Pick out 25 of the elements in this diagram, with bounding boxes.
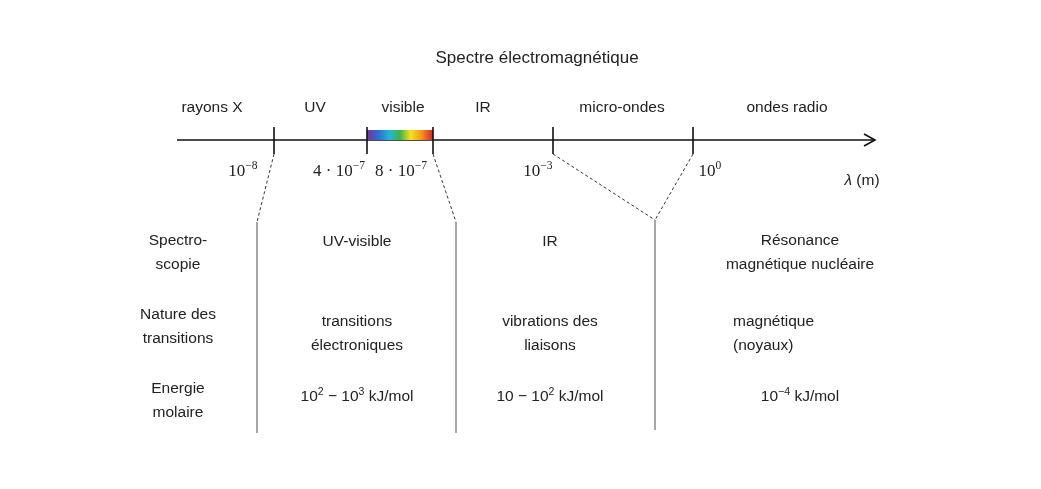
spectroscopy-method-text: Résonance magnétique nucléaire xyxy=(725,230,875,274)
spectral-band-label: UV xyxy=(304,97,326,117)
axis-unit-label: λ (m) xyxy=(844,170,880,190)
wavelength-tick-label: 10$^{−3}$ xyxy=(523,159,553,182)
diagram-title: Spectre électromagnétique xyxy=(435,48,639,68)
molar-energy-text: 10$^{−4}$ kJ/mol xyxy=(760,384,840,406)
wavelength-tick-label: 10$^{−8}$ xyxy=(228,159,258,182)
spectral-band-label: rayons X xyxy=(181,97,243,117)
transition-type-text: transitions électroniques xyxy=(310,311,404,355)
row-heading: Nature des transitions xyxy=(140,304,216,348)
spectral-band-label: visible xyxy=(381,97,425,117)
spectroscopy-method-text: IR xyxy=(542,231,558,251)
transition-type-text: magnétique (noyaux) xyxy=(733,311,814,355)
molar-energy-text: 10$^{2}$ − 10$^{3}$ kJ/mol xyxy=(300,384,414,406)
transition-type-text: vibrations des liaisons xyxy=(502,311,598,355)
spectral-band-label: IR xyxy=(475,97,491,117)
wavelength-tick-label: 8 · 10$^{−7}$ xyxy=(375,159,427,182)
row-heading: Spectro- scopie xyxy=(148,230,208,274)
row-heading: Energie molaire xyxy=(151,378,205,422)
spectral-band-label: micro-ondes xyxy=(579,97,665,117)
spectral-band-label: ondes radio xyxy=(746,97,828,117)
molar-energy-text: 10 − 10$^{2}$ kJ/mol xyxy=(496,384,604,406)
wavelength-tick-label: 4 · 10$^{−7}$ xyxy=(313,159,365,182)
wavelength-tick-label: 10$^{0}$ xyxy=(698,159,722,182)
spectroscopy-method-text: UV-visible xyxy=(322,231,392,251)
